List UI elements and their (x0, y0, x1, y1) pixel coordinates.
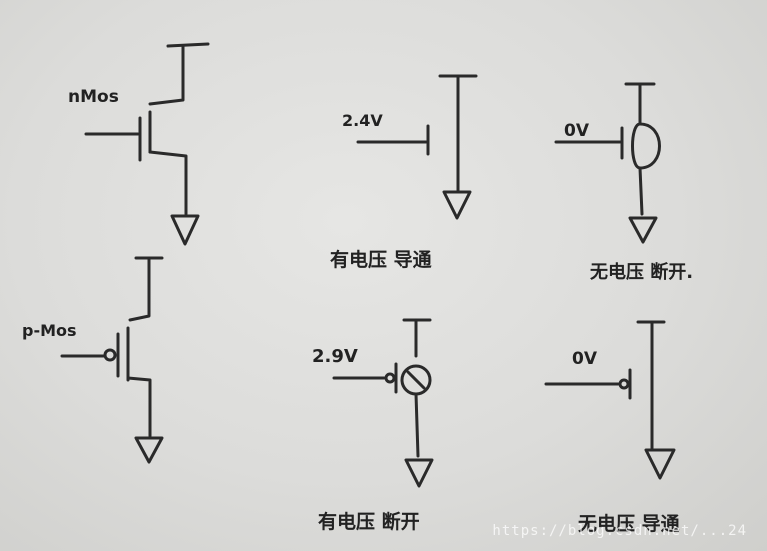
label-2-4v: 2.4V (342, 111, 383, 130)
caption-pmos-off: 有电压 断开 (318, 510, 420, 533)
nmos-on-switch (356, 74, 478, 220)
nmos-symbol (84, 42, 210, 246)
nmos-label: nMos (68, 87, 119, 107)
watermark: https://blog.csdn.net/...24 (492, 523, 747, 539)
pmos-label: p-Mos (22, 321, 77, 340)
label-0v-top: 0V (564, 121, 590, 141)
label-2-9v: 2.9V (312, 346, 358, 367)
pmos-on-switch (544, 320, 676, 480)
caption-nmos-on: 有电压 导通 (330, 248, 433, 271)
pmos-off-switch (332, 318, 434, 488)
nmos-off-switch (554, 82, 661, 244)
caption-nmos-off: 无电压 断开. (590, 261, 693, 283)
pmos-symbol (60, 256, 164, 464)
label-0v-bottom: 0V (572, 349, 598, 369)
caption-pmos-on: 无电压 导通 (578, 512, 681, 535)
